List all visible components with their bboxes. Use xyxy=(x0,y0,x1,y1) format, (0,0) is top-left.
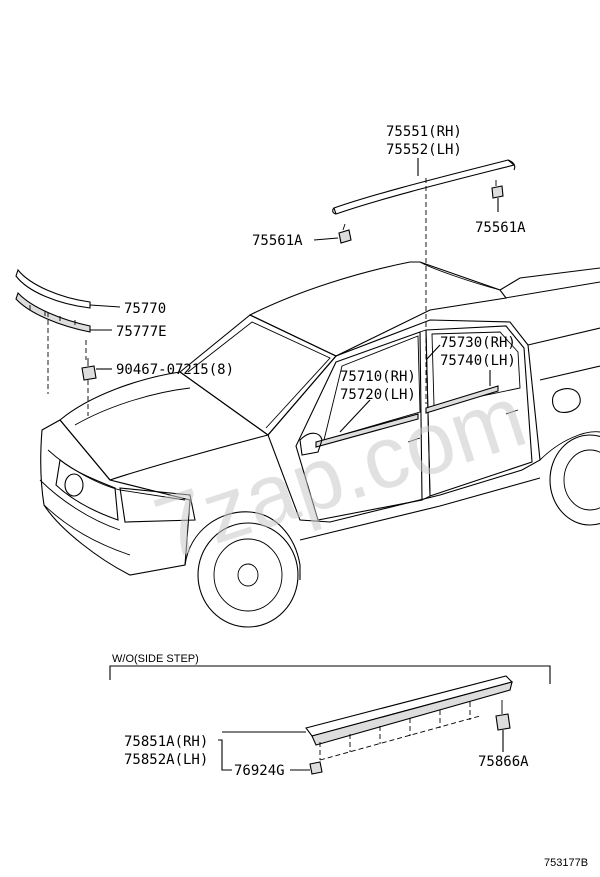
label-75720: 75720(LH) xyxy=(340,387,416,403)
label-75866a: 75866A xyxy=(478,754,529,770)
label-75740: 75740(LH) xyxy=(440,353,516,369)
label-75551: 75551(RH) xyxy=(386,124,462,140)
clip-90467 xyxy=(81,358,97,381)
roof-molding-part xyxy=(332,159,516,215)
label-75561a-right: 75561A xyxy=(475,220,526,236)
clip-75561a-right xyxy=(491,180,504,199)
section-title: W/O(SIDE STEP) xyxy=(112,653,199,665)
label-75777e: 75777E xyxy=(116,324,167,340)
clip-76924g xyxy=(309,761,323,775)
label-75710: 75710(RH) xyxy=(340,369,416,385)
hood-molding-part xyxy=(15,268,91,333)
rocker-molding-part xyxy=(305,675,514,761)
clip-75866a xyxy=(495,700,511,731)
leader-lines xyxy=(47,158,551,771)
label-90467: 90467-07215(8) xyxy=(116,362,234,378)
clip-75561a-left xyxy=(338,223,352,244)
label-75770: 75770 xyxy=(124,301,166,317)
label-75552: 75552(LH) xyxy=(386,142,462,158)
label-76924g: 76924G xyxy=(234,763,285,779)
diagram-id: 753177B xyxy=(544,857,588,869)
label-75561a-left: 75561A xyxy=(252,233,303,249)
truck-illustration xyxy=(39,261,600,628)
label-75852a: 75852A(LH) xyxy=(124,752,208,768)
label-75851a: 75851A(RH) xyxy=(124,734,208,750)
label-75730: 75730(RH) xyxy=(440,335,516,351)
